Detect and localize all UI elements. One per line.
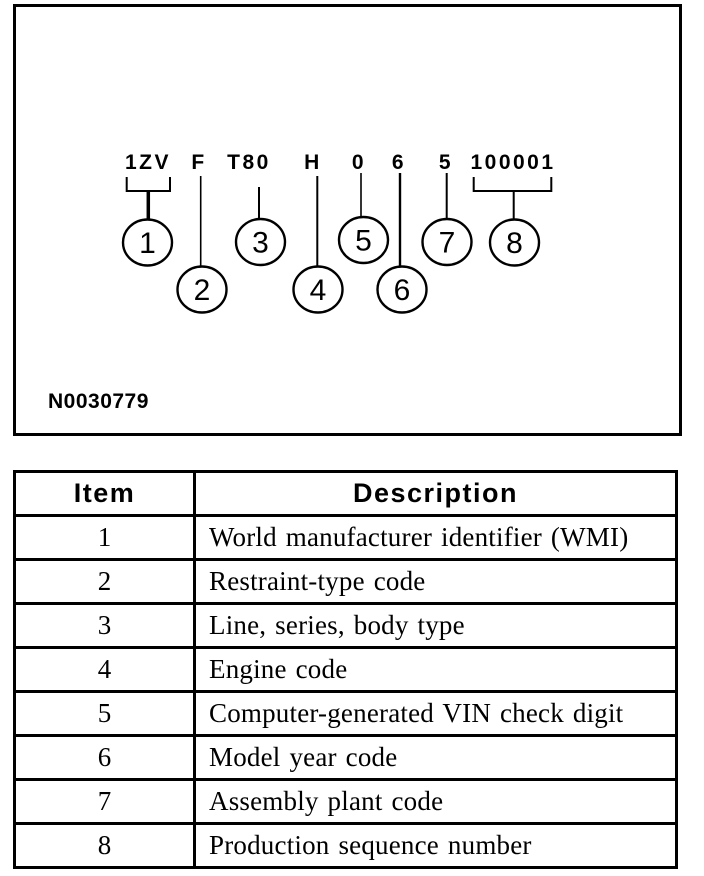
callout-number-8: 8 <box>506 227 523 260</box>
table-row: 6 Model year code <box>13 734 678 781</box>
callout-number-7: 7 <box>439 227 456 260</box>
vin-segment-engine: H <box>304 151 322 174</box>
callout-circle-7 <box>421 217 473 267</box>
table-row: 1 World manufacturer identifier (WMI) <box>13 514 678 561</box>
callout-circle-3 <box>234 217 287 267</box>
table-row: 5 Computer-generated VIN check digit <box>13 690 678 737</box>
vin-segment-restraint: F <box>191 151 207 174</box>
callout-number-3: 3 <box>252 227 269 260</box>
callout-bracket-8 <box>472 177 553 192</box>
callout-circle-2 <box>176 265 228 314</box>
figure-code: N0030779 <box>48 390 149 413</box>
vin-diagram-canvas: 1ZV F T80 H 0 6 5 100001 <box>16 7 679 433</box>
item-cell: 4 <box>13 646 196 693</box>
vin-segment-line-series: T80 <box>227 151 271 174</box>
description-cell: Line, series, body type <box>193 602 678 649</box>
table-row: 4 Engine code <box>13 646 678 693</box>
callout-bracket-1 <box>125 177 171 192</box>
callout-circle-8 <box>488 218 541 267</box>
callout-number-6: 6 <box>394 274 411 307</box>
item-cell: 3 <box>13 602 196 649</box>
vin-diagram-figure: 1ZV F T80 H 0 6 5 100001 <box>13 4 682 436</box>
table-row: 2 Restraint-type code <box>13 558 678 605</box>
table-row: 3 Line, series, body type <box>13 602 678 649</box>
vin-segment-check-digit: 0 <box>351 151 367 174</box>
vin-segment-model-year: 6 <box>391 151 407 174</box>
vin-segment-plant: 5 <box>438 151 454 174</box>
table-header-item: Item <box>13 470 196 517</box>
description-cell: Computer-generated VIN check digit <box>193 690 678 737</box>
callout-number-2: 2 <box>194 274 211 307</box>
callout-circle-1 <box>121 218 174 267</box>
vin-segment-wmi: 1ZV <box>124 151 172 174</box>
item-cell: 7 <box>13 778 196 825</box>
table-row: 7 Assembly plant code <box>13 778 678 825</box>
callout-diagram: 1 2 3 4 5 6 7 8 <box>121 173 553 314</box>
callout-number-1: 1 <box>139 227 156 260</box>
callout-circle-4 <box>292 265 344 314</box>
callout-number-4: 4 <box>310 274 327 307</box>
callout-circle-5 <box>337 215 390 265</box>
description-cell: Engine code <box>193 646 678 693</box>
item-cell: 5 <box>13 690 196 737</box>
callout-circle-6 <box>376 265 428 314</box>
item-cell: 8 <box>13 822 196 869</box>
item-cell: 2 <box>13 558 196 605</box>
description-cell: Model year code <box>193 734 678 781</box>
description-cell: Production sequence number <box>193 822 678 869</box>
item-cell: 1 <box>13 514 196 561</box>
vin-item-description-table: Item Description 1 World manufacturer id… <box>13 470 678 869</box>
table-header-description: Description <box>193 470 678 517</box>
callout-number-5: 5 <box>355 225 372 258</box>
vin-segment-sequence: 100001 <box>470 151 556 174</box>
table-row: 8 Production sequence number <box>13 822 678 869</box>
item-cell: 6 <box>13 734 196 781</box>
description-cell: Assembly plant code <box>193 778 678 825</box>
description-cell: World manufacturer identifier (WMI) <box>193 514 678 561</box>
table-header-row: Item Description <box>13 470 678 517</box>
description-cell: Restraint-type code <box>193 558 678 605</box>
